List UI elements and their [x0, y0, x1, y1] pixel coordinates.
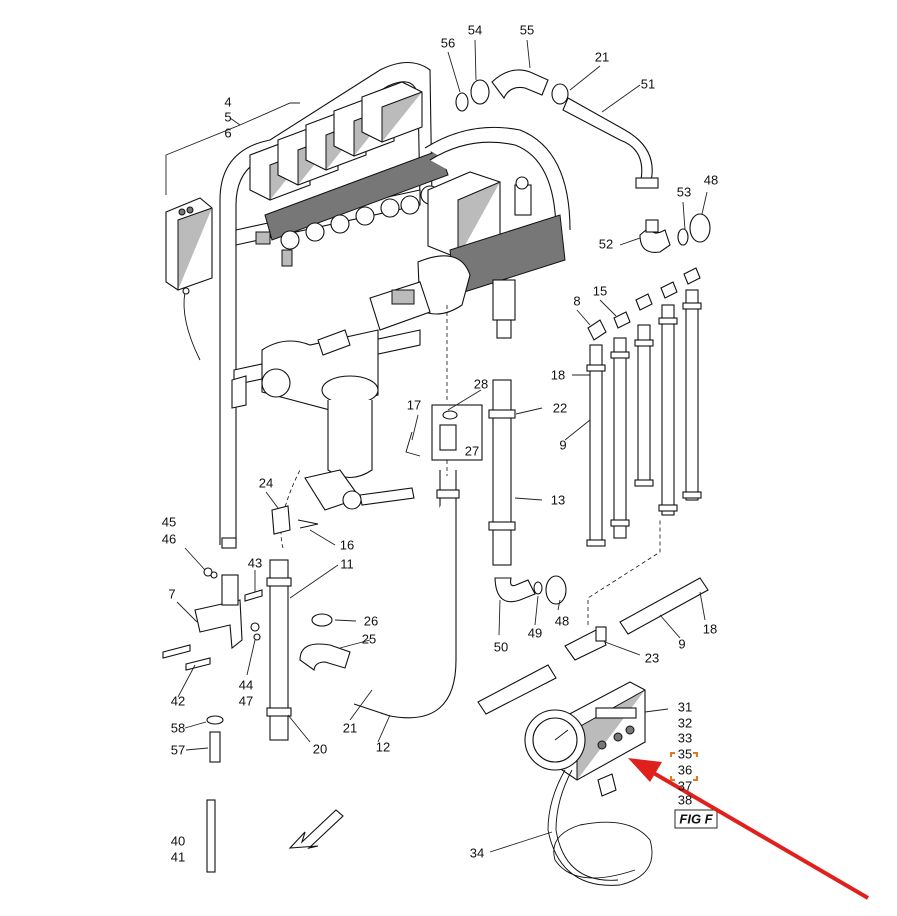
callout-label: 9 [559, 437, 566, 452]
callout-label: 49 [528, 625, 542, 640]
callout-label: 8 [573, 293, 580, 308]
callout-label: 25 [362, 631, 376, 646]
callout-label: 16 [340, 537, 354, 552]
small-parts [162, 404, 567, 873]
callout-label: 12 [376, 739, 390, 754]
callout-label: 41 [171, 849, 185, 864]
callout-label: 5 [224, 109, 231, 124]
leader-lines [165, 39, 708, 853]
callout-label: 42 [171, 693, 185, 708]
callout-label: 4 [224, 94, 231, 109]
callout-label: 50 [494, 639, 508, 654]
callout-label: 40 [171, 833, 185, 848]
callout-label: 24 [259, 475, 273, 490]
main-control-valve [369, 171, 566, 339]
callout-label: 20 [313, 741, 327, 756]
gauge-panel-assembly [524, 681, 653, 886]
control-box [165, 197, 213, 361]
callout-label: 55 [520, 22, 534, 37]
callout-label: 37 [678, 778, 692, 793]
callout-label: 28 [474, 376, 488, 391]
callout-label: 35 [678, 746, 692, 761]
callout-label: 26 [364, 613, 378, 628]
callout-label: 47 [239, 693, 253, 708]
callout-label: 6 [224, 125, 231, 140]
callout-label: 31 [678, 699, 692, 714]
callout-label: 34 [470, 845, 484, 860]
callout-label: 46 [162, 531, 176, 546]
callout-label: 18 [551, 367, 565, 382]
boom-lines [586, 267, 702, 547]
callout-label: 15 [593, 283, 607, 298]
callout-label: 48 [555, 613, 569, 628]
callout-highlight [670, 752, 698, 781]
callout-label: 27 [465, 443, 479, 458]
callout-label: 56 [441, 35, 455, 50]
callout-label: 18 [703, 621, 717, 636]
callout-label: 57 [171, 742, 185, 757]
callout-label: 9 [678, 636, 685, 651]
callout-label: 53 [677, 184, 691, 199]
callout-label: 38 [678, 792, 692, 807]
callout-label: 13 [551, 492, 565, 507]
figure-label-box: FIG F [674, 809, 718, 829]
callout-label: 17 [407, 397, 421, 412]
callout-label: 22 [553, 400, 567, 415]
callout-label: 36 [678, 762, 692, 777]
callout-label: 58 [171, 720, 185, 735]
callout-label: 54 [468, 22, 482, 37]
callout-label: 44 [239, 677, 253, 692]
callout-label: 45 [162, 514, 176, 529]
red-arrow [628, 758, 870, 900]
callout-label: 7 [168, 586, 175, 601]
pressure-filter [261, 329, 415, 511]
callout-label: 43 [248, 555, 262, 570]
callout-label: 21 [343, 720, 357, 735]
callout-label: 32 [678, 715, 692, 730]
figure-label: FIG F [679, 811, 713, 826]
callout-label: 23 [645, 650, 659, 665]
callout-label: 33 [678, 730, 692, 745]
top-fittings [455, 69, 711, 253]
callout-label: 52 [599, 236, 613, 251]
callout-label: 51 [641, 76, 655, 91]
callout-label: 48 [704, 172, 718, 187]
callout-label: 21 [595, 49, 609, 64]
hoses [266, 305, 709, 741]
callout-label: 11 [340, 556, 354, 571]
